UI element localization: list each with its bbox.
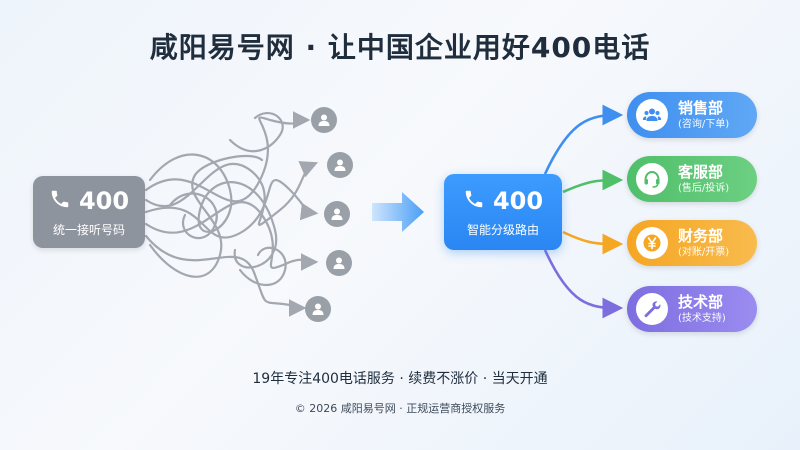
- tagline: 19年专注400电话服务 · 续费不涨价 · 当天开通: [252, 371, 548, 387]
- department-finance: 财务部 (对账/开票): [627, 220, 757, 266]
- user-icon: [327, 152, 353, 178]
- routing-label: 智能分级路由: [466, 222, 539, 237]
- department-tech: 技术部 (技术支持): [627, 286, 757, 332]
- route-service: [562, 169, 624, 194]
- phone-icon: [463, 188, 485, 214]
- wrench-icon: [636, 293, 668, 325]
- route-tech: [543, 249, 624, 319]
- department-desc: (技术支持): [678, 312, 726, 324]
- footer-copyright: © 2026 咸阳易号网 · 正规运营商授权服务: [294, 402, 506, 415]
- route-sales: [543, 104, 624, 175]
- department-name: 销售部: [678, 98, 724, 117]
- user-icon: [324, 201, 350, 227]
- department-sales: 销售部 (咨询/下单): [627, 92, 757, 138]
- department-desc: (咨询/下单): [678, 118, 730, 130]
- yen-icon: [636, 227, 668, 259]
- user-icon: [326, 250, 352, 276]
- department-name: 财务部: [678, 226, 724, 245]
- unified-number: 400: [78, 186, 130, 215]
- department-service: 客服部 (售后/投诉): [627, 156, 757, 202]
- phone-icon: [49, 188, 71, 214]
- department-name: 客服部: [678, 162, 724, 181]
- department-desc: (售后/投诉): [678, 182, 730, 194]
- tangled-lines: [144, 111, 319, 317]
- page-title: 咸阳易号网 · 让中国企业用好400电话: [149, 31, 651, 64]
- route-finance: [562, 230, 624, 255]
- users-icon: [636, 99, 668, 131]
- department-name: 技术部: [678, 292, 724, 311]
- headset-icon: [636, 163, 668, 195]
- user-icon: [311, 107, 337, 133]
- smart-routing-box: 400 智能分级路由: [444, 174, 562, 250]
- routing-number: 400: [492, 186, 544, 215]
- department-desc: (对账/开票): [678, 246, 730, 258]
- unified-number-label: 统一接听号码: [52, 222, 125, 237]
- user-icon: [305, 296, 331, 322]
- unified-number-box: 400 统一接听号码: [33, 176, 145, 248]
- transition-arrow: [372, 192, 424, 232]
